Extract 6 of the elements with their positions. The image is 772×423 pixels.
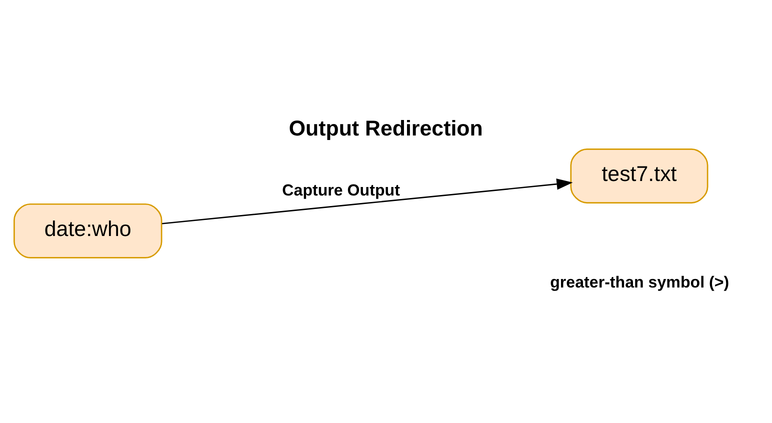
node-box: date:who <box>14 203 162 258</box>
edge-label: Capture Output <box>282 182 400 200</box>
node-box: test7.txt <box>570 148 708 204</box>
label: greater-than symbol (>) <box>550 273 730 292</box>
arrow <box>162 178 573 224</box>
diagram-title: Output Redirection <box>288 116 483 141</box>
